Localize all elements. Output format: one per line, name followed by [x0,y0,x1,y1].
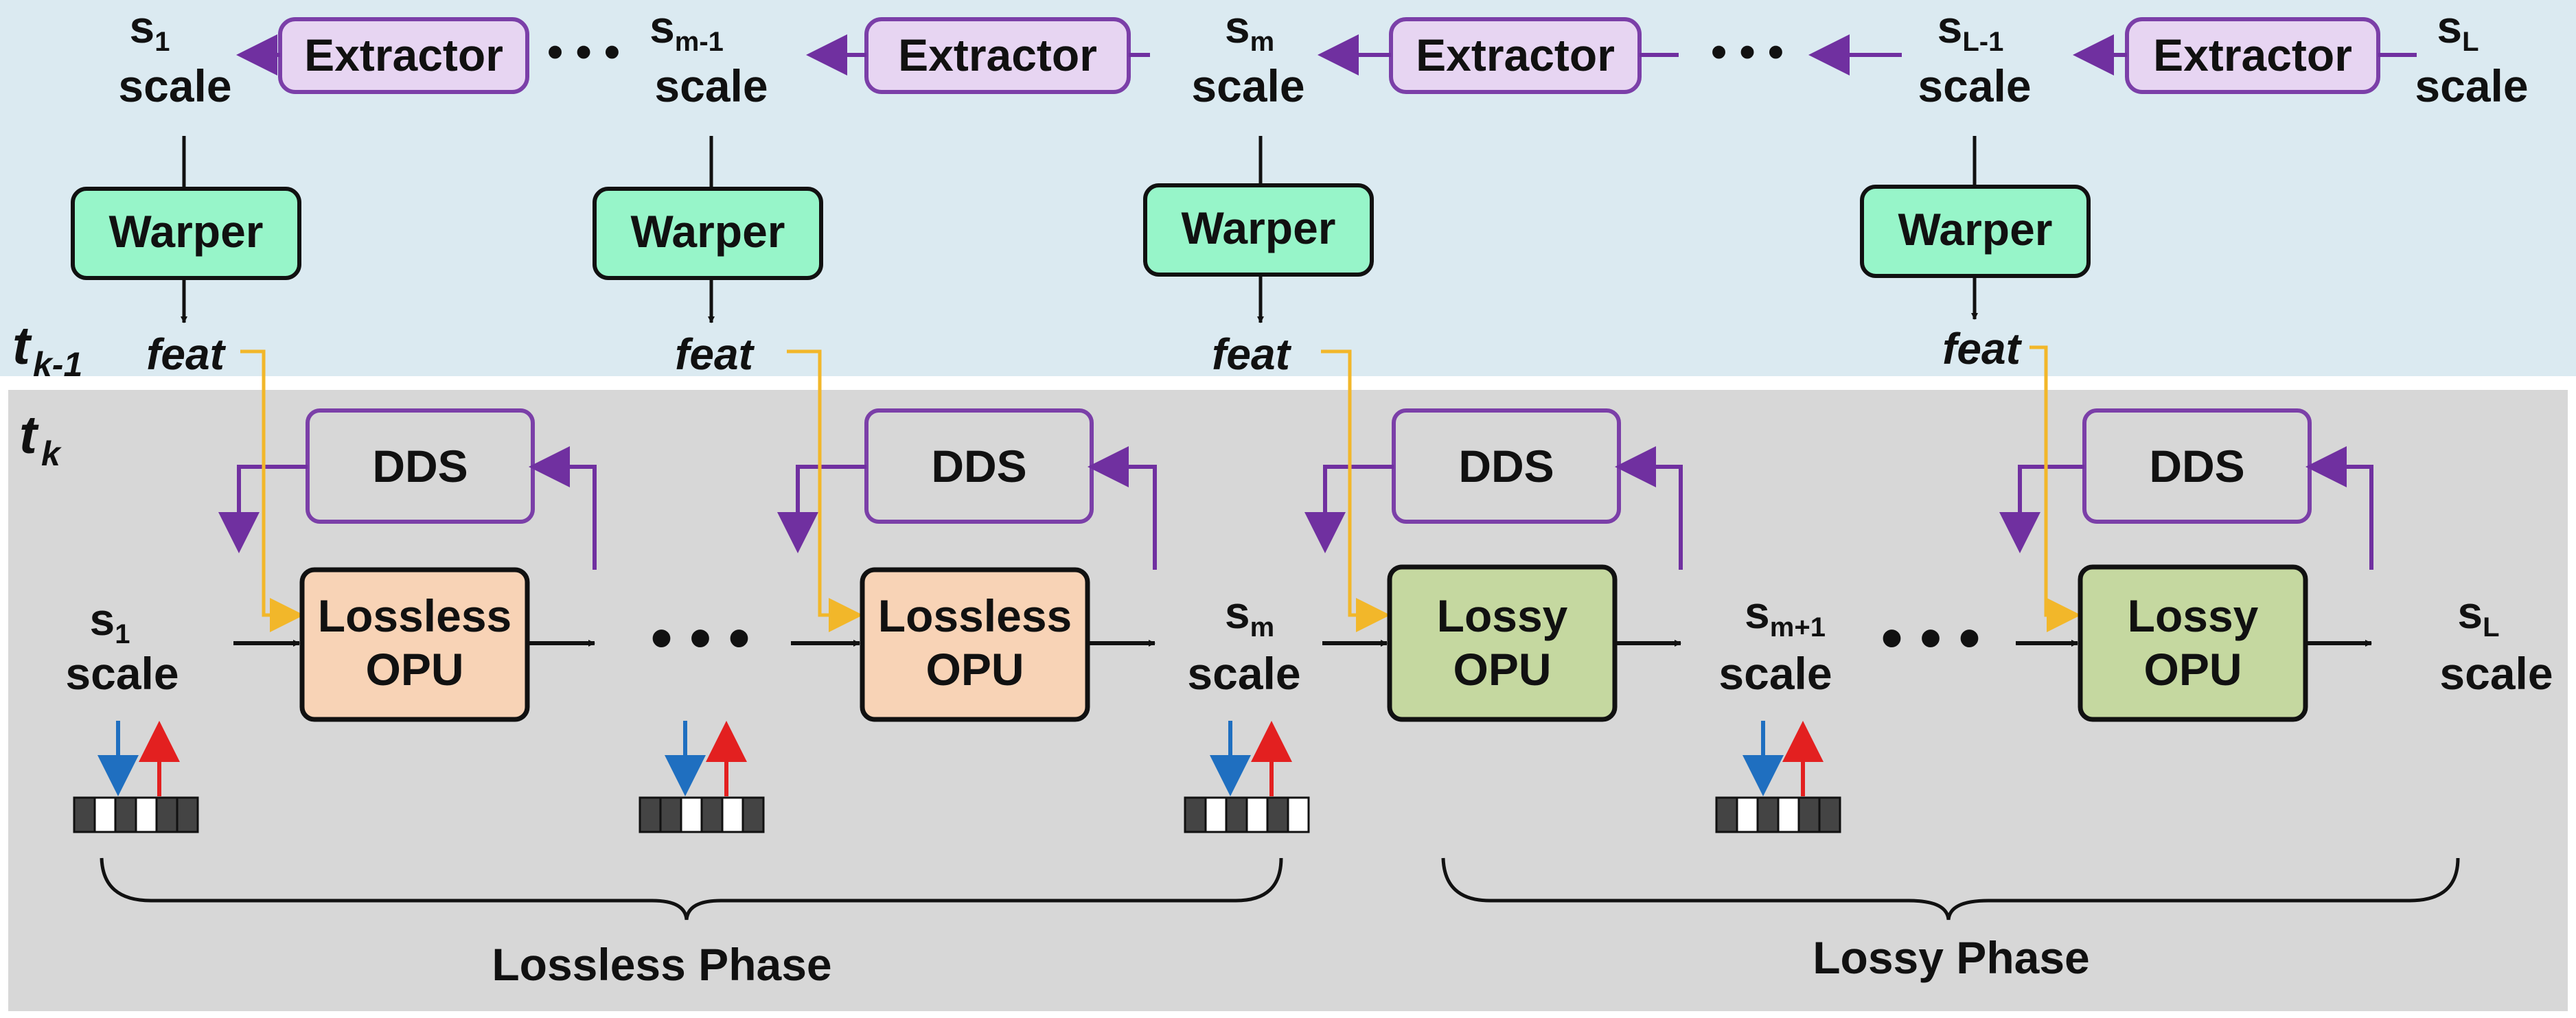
bottom-scale-L: sL scale [2439,587,2553,699]
svg-text:sm+1: sm+1 [1745,587,1826,643]
warper-unit-4: Warper feat [1860,136,2091,373]
dds-unit-2: DDS [777,408,1157,570]
buffer-4 [1715,721,1841,833]
svg-text:OPU: OPU [365,644,463,695]
svg-text:scale: scale [2439,648,2553,699]
bottom-ellipsis-1: • • • [651,604,750,673]
opu-box-1: Lossless OPU [299,567,530,722]
svg-text:scale: scale [1191,60,1304,111]
feat-line-3 [1321,349,1390,632]
warper-unit-2: Warper feat [593,136,823,379]
lossless-phase-brace [100,857,1283,921]
extractor-box-3: Extractor [1389,17,1642,94]
bottom-scale-m: sm scale [1187,587,1300,699]
feat-label: feat [1942,324,2023,373]
lossy-phase-label: Lossy Phase [1813,932,2090,983]
feat-label: feat [675,329,755,379]
svg-text:sL-1: sL-1 [1937,1,2004,57]
bottom-scale-1: s1 scale [65,594,179,699]
top-ellipsis-1: • • • [547,26,620,77]
feat-line-2 [787,349,863,632]
opu-box-4: Lossy OPU [2078,564,2308,722]
svg-text:Extractor: Extractor [898,30,1097,80]
bottom-scale-m+1: sm+1 scale [1718,587,1832,699]
svg-text:DDS: DDS [372,441,468,491]
svg-text:Warper: Warper [1898,204,2053,255]
svg-text:t: t [12,315,32,375]
lossy-phase-brace [1441,857,2460,921]
svg-text:DDS: DDS [2149,441,2244,491]
feat-line-4 [2029,345,2081,632]
top-ellipsis-2: • • • [1711,26,1784,77]
svg-text:Lossless: Lossless [318,590,512,641]
buffer-2 [639,721,765,833]
svg-text:sm: sm [1225,1,1274,57]
top-scale-L: sL scale [2415,1,2528,111]
opu-box-2: Lossless OPU [860,567,1090,722]
svg-text:Warper: Warper [1182,203,1336,253]
top-scale-1: s1 scale [118,1,231,111]
svg-text:k: k [41,435,62,473]
dds-unit-1: DDS [218,408,597,570]
warper-box [1143,183,1374,277]
svg-text:DDS: DDS [1458,441,1554,491]
warper-unit-1: Warper feat [71,136,301,379]
svg-text:Extractor: Extractor [2153,30,2352,80]
svg-text:OPU: OPU [925,644,1024,695]
time-label-curr: t k [19,404,62,473]
dds-unit-3: DDS [1304,408,1683,570]
warper-unit-3: Warper feat [1143,136,1374,379]
svg-text:Lossless: Lossless [878,590,1072,641]
svg-text:Lossy: Lossy [1437,590,1568,641]
svg-text:k-1: k-1 [33,345,82,384]
svg-text:sm: sm [1225,587,1274,643]
svg-text:OPU: OPU [2143,644,2242,695]
feat-label: feat [1212,329,1292,379]
extractor-box-2: Extractor [864,17,1131,94]
svg-text:t: t [19,404,39,465]
top-scale-L-1: sL-1 scale [1918,1,2031,111]
svg-text:Warper: Warper [631,206,785,257]
opu-box-3: Lossy OPU [1387,564,1618,722]
warper-box [593,187,823,280]
svg-text:sL: sL [2457,587,2499,643]
svg-text:sL: sL [2437,1,2479,57]
svg-text:s1: s1 [90,594,130,649]
buffer-1 [73,721,199,833]
svg-text:DDS: DDS [931,441,1026,491]
svg-text:scale: scale [654,60,768,111]
svg-text:scale: scale [118,60,231,111]
dds-unit-4: DDS [1999,408,2373,570]
svg-text:Extractor: Extractor [304,30,503,80]
svg-text:scale: scale [1918,60,2031,111]
svg-text:OPU: OPU [1453,644,1551,695]
feat-label: feat [146,329,227,379]
svg-text:scale: scale [2415,60,2528,111]
svg-text:Extractor: Extractor [1416,30,1615,80]
svg-text:s1: s1 [130,1,170,57]
svg-text:Lossy: Lossy [2128,590,2259,641]
svg-text:sm-1: sm-1 [649,1,724,57]
feat-line-1 [240,349,304,632]
top-scale-m: sm scale [1191,1,1304,111]
svg-text:scale: scale [1187,648,1300,699]
svg-text:scale: scale [65,648,179,699]
time-label-prev: t k-1 [12,315,82,384]
svg-text:Warper: Warper [109,206,264,257]
lossless-phase-label: Lossless Phase [492,939,831,990]
extractor-box-1: Extractor [278,17,529,94]
top-scale-m-1: sm-1 scale [649,1,768,111]
svg-text:scale: scale [1718,648,1832,699]
warper-box [71,187,301,280]
bottom-ellipsis-2: • • • [1881,604,1981,673]
extractor-box-4: Extractor [2125,17,2380,94]
buffer-3 [1184,721,1310,833]
